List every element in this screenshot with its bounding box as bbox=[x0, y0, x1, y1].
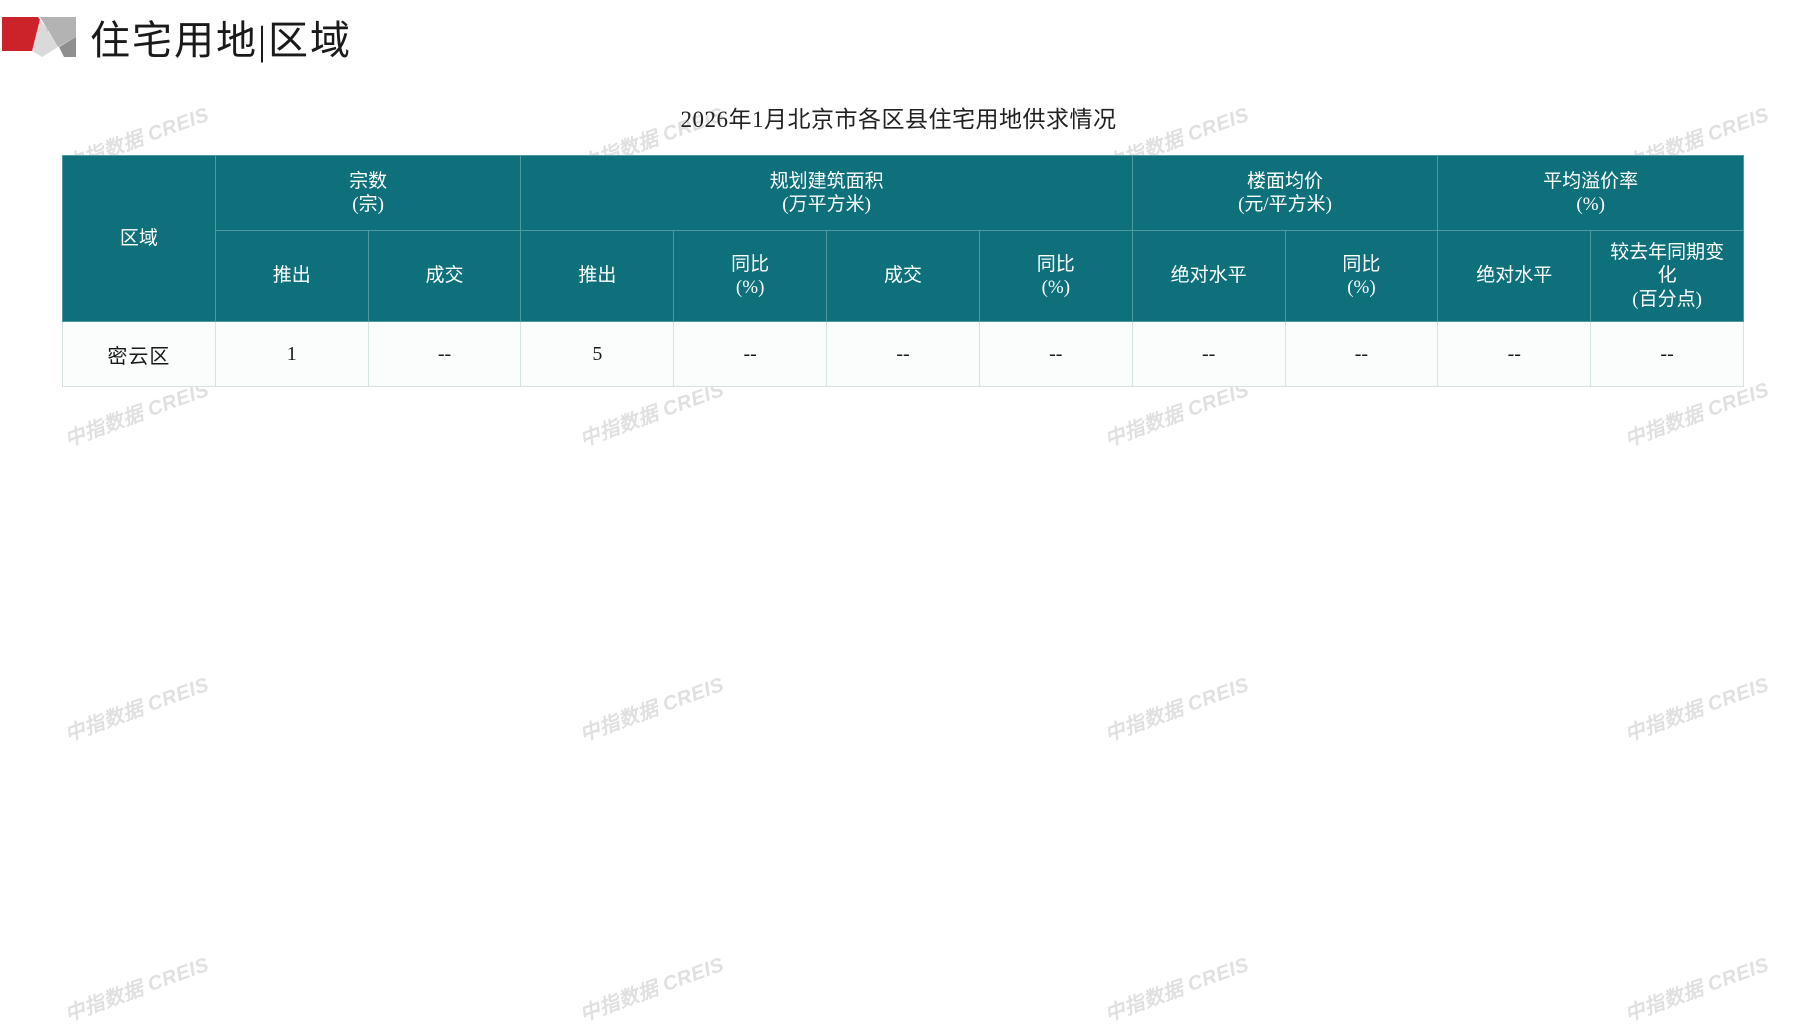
sub-label-line1: 同比 bbox=[1036, 253, 1075, 275]
creis-logo-icon bbox=[2, 17, 76, 57]
col-header-price-abs: 绝对水平 bbox=[1131, 230, 1286, 322]
table-header-row-2: 推出 成交 推出 同比 (%) 成交 同比 (%) bbox=[63, 230, 1744, 322]
col-group-price-line2: (元/平方米) bbox=[1238, 194, 1332, 215]
page-title: 住宅用地|区域 bbox=[90, 18, 353, 63]
col-header-count-launch: 推出 bbox=[214, 230, 369, 322]
col-group-count-line1: 宗数 bbox=[349, 170, 388, 192]
table-container: 区域 宗数 (宗) 规划建筑面积 (万平方米) 楼面均价 (元/平方米) 平均溢… bbox=[62, 155, 1744, 387]
cell-premium-abs: -- bbox=[1437, 321, 1592, 387]
cell-region: 密云区 bbox=[62, 321, 216, 387]
col-header-count-deal: 成交 bbox=[367, 230, 522, 322]
sub-label-line1: 推出 bbox=[272, 265, 311, 287]
page-header: 住宅用地|区域 bbox=[0, 0, 1797, 84]
col-group-premium-line1: 平均溢价率 bbox=[1543, 170, 1639, 192]
watermark-text: 中指数据 CREIS bbox=[62, 953, 213, 1027]
cell-price-yoy: -- bbox=[1284, 321, 1439, 387]
cell-area-deal-yoy: -- bbox=[978, 321, 1133, 387]
cell-premium-change: -- bbox=[1590, 321, 1744, 387]
sub-label-line1: 推出 bbox=[578, 265, 617, 287]
cell-area-deal: -- bbox=[826, 321, 980, 387]
col-header-region: 区域 bbox=[62, 155, 216, 322]
sub-label-line1: 成交 bbox=[883, 265, 922, 287]
col-header-area-deal: 成交 bbox=[826, 230, 980, 322]
watermark-text: 中指数据 CREIS bbox=[1622, 673, 1773, 747]
col-header-area-deal-yoy: 同比 (%) bbox=[978, 230, 1133, 322]
sub-label-line1: 同比 bbox=[1342, 253, 1381, 275]
col-group-count: 宗数 (宗) bbox=[214, 155, 522, 231]
table-caption: 2026年1月北京市各区县住宅用地供求情况 bbox=[680, 107, 1117, 132]
watermark-text: 中指数据 CREIS bbox=[1622, 953, 1773, 1027]
sub-label-line1: 绝对水平 bbox=[1170, 265, 1247, 287]
cell-area-launch-yoy: -- bbox=[673, 321, 828, 387]
table-header-row-1: 区域 宗数 (宗) 规划建筑面积 (万平方米) 楼面均价 (元/平方米) 平均溢… bbox=[62, 155, 1744, 322]
col-group-price: 楼面均价 (元/平方米) bbox=[1131, 155, 1439, 231]
sub-label-line2: (%) bbox=[1347, 277, 1376, 298]
sub-label-line2: (%) bbox=[735, 277, 765, 298]
col-group-area-line2: (万平方米) bbox=[782, 194, 871, 215]
col-header-premium-change: 较去年同期变 化 (百分点) bbox=[1590, 230, 1744, 322]
col-group-price-line1: 楼面均价 bbox=[1247, 170, 1324, 192]
col-group-area-line1: 规划建筑面积 bbox=[769, 170, 884, 192]
col-group-count-line2: (宗) bbox=[352, 194, 384, 215]
sub-label-line1: 成交 bbox=[425, 265, 464, 287]
col-group-premium-line2: (%) bbox=[1576, 194, 1605, 215]
cell-count-deal: -- bbox=[367, 321, 522, 387]
col-header-area-launch: 推出 bbox=[520, 230, 675, 322]
col-group-area: 规划建筑面积 (万平方米) bbox=[520, 155, 1133, 231]
col-header-area-launch-yoy: 同比 (%) bbox=[673, 230, 828, 322]
watermark-text: 中指数据 CREIS bbox=[62, 673, 213, 747]
cell-price-abs: -- bbox=[1131, 321, 1286, 387]
col-header-premium-abs: 绝对水平 bbox=[1437, 230, 1592, 322]
sub-label-line1: 绝对水平 bbox=[1476, 265, 1553, 287]
sub-label-line1: 同比 bbox=[731, 253, 770, 275]
watermark-text: 中指数据 CREIS bbox=[1102, 953, 1253, 1027]
watermark-text: 中指数据 CREIS bbox=[1102, 673, 1253, 747]
watermark-text: 中指数据 CREIS bbox=[577, 953, 728, 1027]
cell-count-launch: 1 bbox=[214, 321, 369, 387]
sub-label-line2: 化 bbox=[1657, 265, 1677, 287]
table-body: 密云区 1 -- 5 -- -- -- -- -- -- -- bbox=[62, 321, 1744, 387]
supply-demand-table: 区域 宗数 (宗) 规划建筑面积 (万平方米) 楼面均价 (元/平方米) 平均溢… bbox=[62, 155, 1744, 387]
table-row: 密云区 1 -- 5 -- -- -- -- -- -- -- bbox=[62, 321, 1744, 387]
watermark-text: 中指数据 CREIS bbox=[577, 673, 728, 747]
col-group-premium: 平均溢价率 (%) bbox=[1437, 155, 1744, 231]
col-header-price-yoy: 同比 (%) bbox=[1284, 230, 1439, 322]
sub-label-line2: (%) bbox=[1041, 277, 1071, 298]
cell-area-launch: 5 bbox=[520, 321, 675, 387]
sub-label-line3: (百分点) bbox=[1632, 288, 1702, 310]
sub-label-line1: 较去年同期变 bbox=[1610, 242, 1725, 264]
